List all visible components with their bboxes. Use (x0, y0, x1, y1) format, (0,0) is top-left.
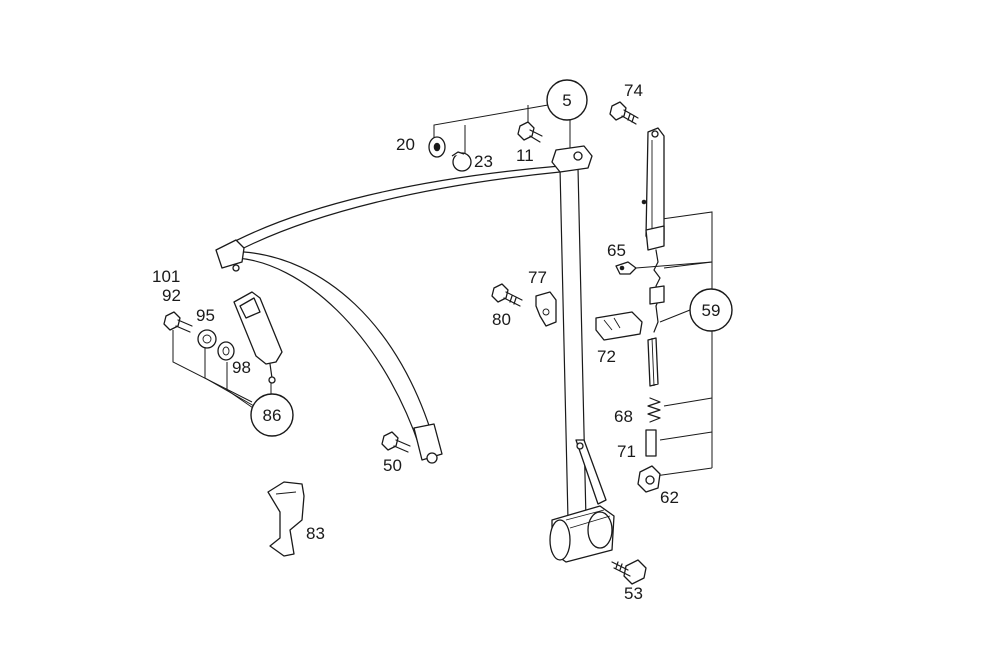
bolt-53 (611, 559, 647, 585)
label-62: 62 (660, 488, 679, 507)
label-77: 77 (528, 268, 547, 287)
bolt-50 (381, 431, 411, 453)
washer-95 (197, 329, 217, 349)
label-101: 101 (152, 267, 180, 286)
buckle-tongue (233, 291, 283, 384)
label-98: 98 (232, 358, 251, 377)
cap-23 (451, 151, 472, 172)
callout-59: 59 (689, 288, 733, 332)
label-74: 74 (624, 81, 643, 100)
label-65: 65 (607, 241, 626, 260)
cover-72 (595, 311, 643, 341)
height-adjuster-rail (637, 127, 665, 493)
callout-5-label: 5 (562, 91, 571, 110)
washer-20 (428, 136, 446, 158)
shoulder-belt-strap (215, 165, 561, 464)
part-number-labels: 74 20 23 11 65 77 80 101 92 95 98 72 68 … (152, 81, 679, 603)
label-92: 92 (162, 286, 181, 305)
bracket-83 (267, 481, 305, 557)
callout-5: 5 (546, 79, 588, 121)
bolt-74 (609, 101, 639, 125)
label-68: 68 (614, 407, 633, 426)
leader-lines (172, 104, 713, 477)
bracket-77 (535, 291, 557, 327)
washer-98 (217, 341, 235, 361)
label-71: 71 (617, 442, 636, 461)
label-83: 83 (306, 524, 325, 543)
bolt-80 (491, 283, 523, 307)
label-72: 72 (597, 347, 616, 366)
label-95: 95 (196, 306, 215, 325)
bolt-92 (163, 311, 193, 333)
label-23: 23 (474, 152, 493, 171)
callout-86: 86 (250, 393, 294, 437)
callout-86-label: 86 (263, 406, 282, 425)
label-11: 11 (516, 146, 534, 165)
clip-65 (615, 261, 637, 275)
callout-59-label: 59 (702, 301, 721, 320)
label-50: 50 (383, 456, 402, 475)
label-53: 53 (624, 584, 643, 603)
bolt-11 (517, 121, 543, 143)
label-80: 80 (492, 310, 511, 329)
label-20: 20 (396, 135, 415, 154)
retractor-assembly (549, 145, 615, 563)
